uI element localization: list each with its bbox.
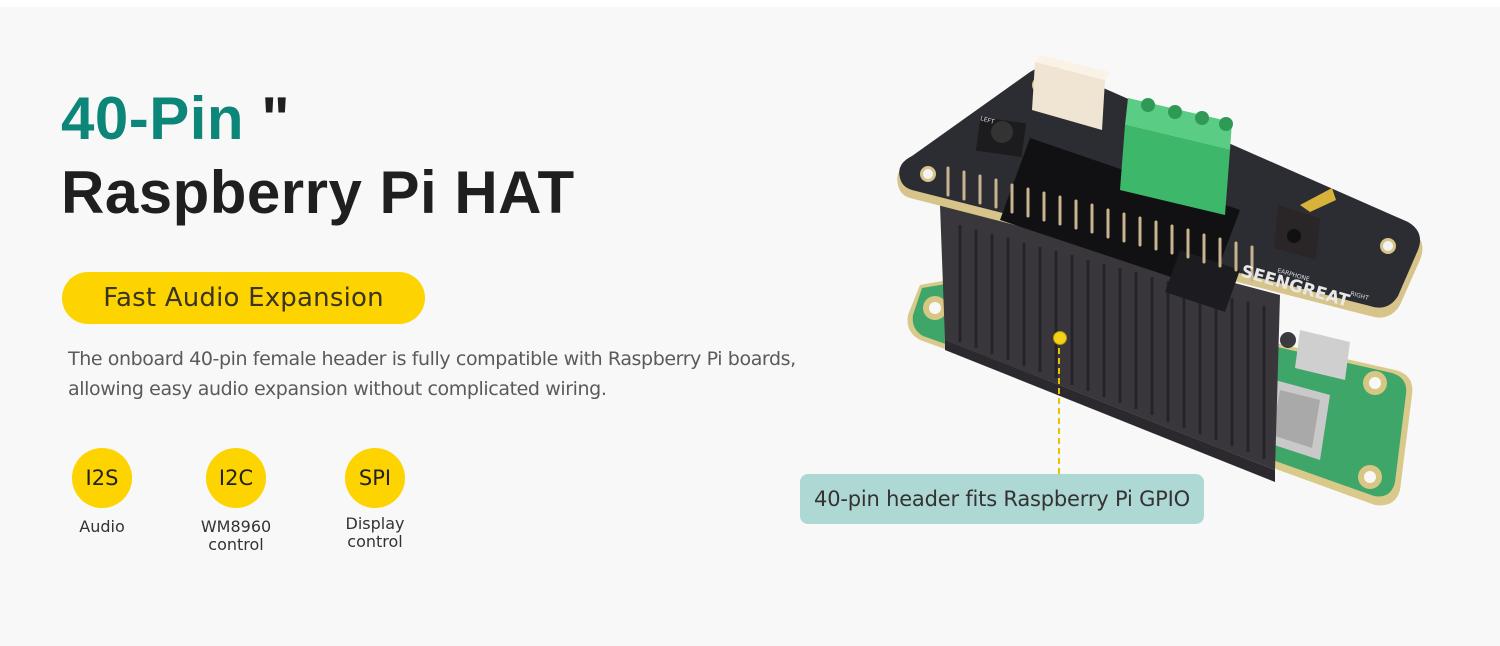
gpio-female-header	[940, 205, 1280, 482]
feature-caption: Audio	[42, 518, 162, 536]
interface-badge-i2s: I2S	[72, 448, 132, 508]
feature-caption-line: Display	[345, 514, 405, 533]
gpio-callout-label: 40-pin header fits Raspberry Pi GPIO	[800, 474, 1204, 524]
feature-caption: WM8960 control	[176, 518, 296, 554]
title-accent: 40-Pin	[61, 85, 245, 152]
feature-i2c: I2C WM8960 control	[176, 448, 296, 554]
audio-hat-pcb: SEENGREAT EARPHONE RIGHT LEFT	[897, 55, 1423, 348]
description: The onboard 40-pin female header is full…	[68, 344, 848, 404]
feature-i2s: I2S Audio	[42, 448, 162, 536]
silkscreen-right: RIGHT	[1349, 290, 1369, 302]
page-title: Raspberry Pi HAT	[61, 159, 575, 226]
interface-badge-spi: SPI	[345, 448, 405, 508]
feature-caption-line: control	[208, 535, 264, 554]
feature-tag-pill: Fast Audio Expansion	[62, 272, 425, 324]
interface-badge-i2c: I2C	[206, 448, 266, 508]
feature-caption: Display control	[315, 515, 435, 551]
callout-anchor-dot	[1053, 331, 1067, 345]
title-line-1: 40-Pin "	[61, 84, 290, 154]
feature-spi: SPI Display control	[315, 448, 435, 551]
callout-leader-line	[1058, 338, 1062, 474]
feature-caption-line: WM8960	[200, 517, 272, 536]
feature-caption-line: control	[347, 532, 403, 551]
title-accent-suffix: "	[244, 85, 291, 152]
product-photo-hat-board: SEENGREAT EARPHONE RIGHT LEFT	[897, 55, 1423, 506]
description-line: allowing easy audio expansion without co…	[68, 378, 607, 400]
silkscreen-left: LEFT	[979, 115, 995, 126]
feature-caption-line: Audio	[79, 517, 125, 536]
description-line: The onboard 40-pin female header is full…	[68, 348, 796, 370]
